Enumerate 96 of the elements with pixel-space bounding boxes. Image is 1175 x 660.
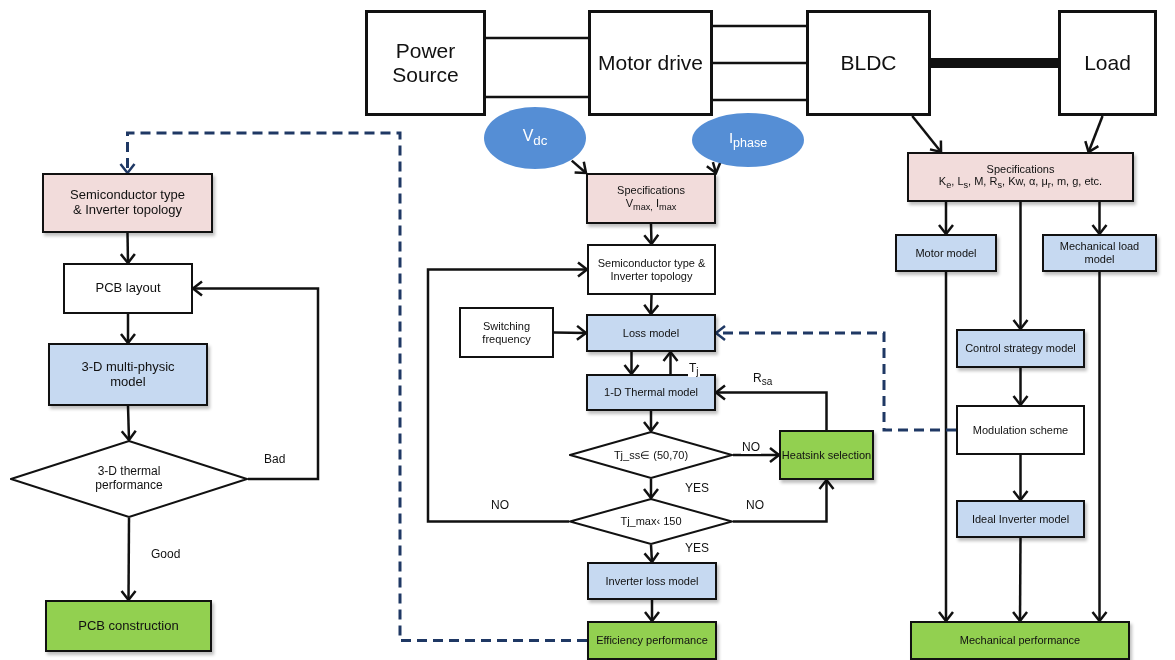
process-box — [587, 562, 717, 600]
connector-line — [486, 36, 588, 40]
edge-label: NO — [741, 441, 761, 455]
arrow — [119, 314, 137, 345]
arrow — [937, 202, 955, 236]
process-box — [459, 307, 554, 358]
process-box — [806, 10, 931, 116]
arrow — [1091, 272, 1108, 623]
node-label: Tj_ss∈ (50,70) — [613, 448, 689, 462]
node-label: Motor model — [915, 246, 977, 260]
connector-line — [931, 58, 1058, 68]
arrow — [1012, 202, 1029, 331]
arrow — [733, 478, 835, 523]
process-box — [45, 600, 212, 652]
arrow — [1084, 115, 1104, 154]
node-label: Specifications — [986, 162, 1055, 176]
edge-label: R$_{sa}$ — [752, 372, 774, 388]
arrow — [426, 261, 589, 523]
arrow — [623, 352, 640, 376]
node-label: Motor drive — [598, 50, 703, 76]
connector-line — [713, 98, 806, 102]
arrow — [120, 405, 137, 442]
node-label: Mechanical performance — [959, 634, 1081, 647]
process-box — [910, 621, 1130, 660]
arrow — [553, 324, 588, 342]
node-label: Load — [1084, 50, 1131, 76]
arrow — [643, 223, 660, 246]
node-label: Semiconductor type & Inverter topology — [596, 256, 707, 283]
node-label: Switching frequency — [481, 319, 532, 346]
process-box — [42, 173, 213, 233]
process-box — [587, 621, 717, 660]
arrow — [1011, 538, 1029, 623]
connector-line — [713, 61, 806, 65]
node-label: 1-D Thermal model — [604, 386, 698, 399]
process-box — [956, 329, 1085, 368]
arrow — [1091, 202, 1108, 236]
arrow — [1012, 455, 1029, 502]
node-label: Heatsink selection — [781, 448, 872, 462]
arrow — [642, 411, 660, 433]
process-box — [63, 263, 193, 314]
process-box — [586, 374, 716, 411]
node-label: V$_{dc}$ — [522, 127, 548, 149]
decision-diamond — [10, 440, 248, 518]
edge-label: T$_{j}$ — [688, 362, 700, 378]
process-box — [365, 10, 486, 116]
arrow — [119, 131, 587, 642]
node-label: Specifications — [617, 184, 685, 197]
process-box — [1042, 234, 1157, 272]
node-label: BLDC — [840, 50, 897, 76]
node-label: Efficiency performance — [596, 634, 708, 647]
process-box — [956, 500, 1085, 538]
node-label: Ideal Inverter model — [971, 512, 1070, 526]
node-label: V$_{max,}$ I$_{max}$ — [625, 196, 677, 213]
process-box — [895, 234, 997, 272]
process-box — [779, 430, 874, 480]
process-box — [1058, 10, 1157, 116]
process-box — [587, 244, 716, 295]
node-label: Control strategy model — [965, 342, 1076, 355]
node-label: 3-D multi-physic model — [80, 359, 176, 390]
node-label: Modulation scheme — [972, 423, 1069, 437]
process-box — [586, 314, 716, 352]
arrow — [705, 161, 722, 175]
arrow — [733, 446, 781, 464]
connector-line — [713, 24, 806, 28]
arrow — [119, 232, 137, 265]
arrow — [1012, 368, 1029, 407]
arrow — [643, 600, 661, 623]
node-label: Inverter loss model — [605, 574, 699, 588]
node-label: Semiconductor type & Inverter topology — [69, 188, 186, 218]
arrow — [643, 544, 660, 564]
node-label: 3-D thermal performance — [94, 465, 164, 493]
input-ellipse — [691, 112, 805, 168]
node-label: Mechanical load model — [1058, 240, 1141, 266]
node-label: PCB construction — [78, 618, 179, 634]
node-label: Loss model — [622, 326, 680, 340]
node-label: Power Source — [391, 38, 460, 88]
connector-line — [486, 95, 588, 99]
arrow — [662, 350, 679, 374]
arrow — [642, 479, 660, 500]
node-label: PCB layout — [95, 281, 161, 296]
arrow — [937, 272, 955, 623]
process-box — [588, 10, 713, 116]
process-box — [586, 173, 716, 224]
node-label: I$_{phase}$ — [728, 129, 768, 151]
process-box — [907, 152, 1134, 202]
arrow — [643, 294, 660, 316]
decision-diamond — [569, 431, 733, 479]
process-box — [956, 405, 1085, 455]
decision-diamond — [569, 498, 733, 545]
arrow — [911, 115, 943, 154]
node-label: K$_{e}$, L$_{s}$, M, R$_{s}$, Kw, α, μ$_{r}$, m, g, etc. — [938, 175, 1103, 192]
process-box — [48, 343, 208, 406]
input-ellipse — [483, 106, 587, 170]
arrow — [120, 518, 137, 602]
arrow — [570, 159, 588, 175]
node-label: Tj_max‹ 150 — [620, 515, 682, 528]
